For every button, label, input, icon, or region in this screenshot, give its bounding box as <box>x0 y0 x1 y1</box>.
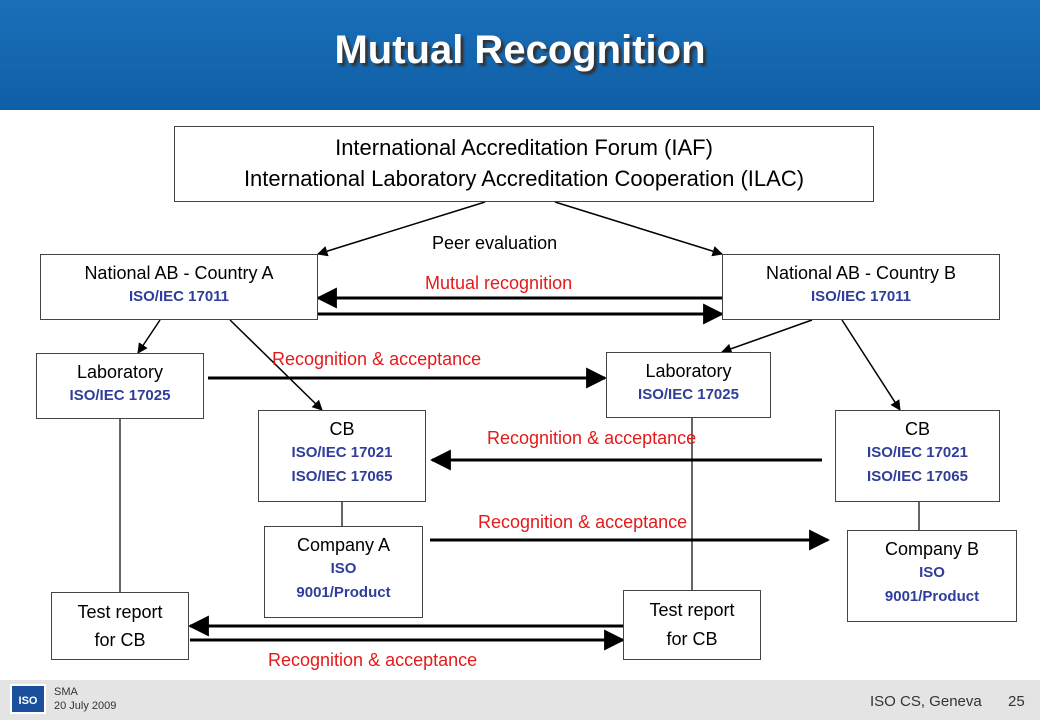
cb-a-standard-2: ISO/IEC 17065 <box>291 468 393 485</box>
ab-a-standard: ISO/IEC 17011 <box>128 288 230 305</box>
ab-b-box: National AB - Country B ISO/IEC 17011 <box>722 254 1000 320</box>
cb-a-box: CB ISO/IEC 17021 ISO/IEC 17065 <box>258 410 426 502</box>
company-a-title: Company A <box>296 535 391 555</box>
ab-a-box: National AB - Country A ISO/IEC 17011 <box>40 254 318 320</box>
cb-recognition-label: Recognition & acceptance <box>487 428 697 448</box>
forum-line-2: International Laboratory Accreditation C… <box>243 166 805 191</box>
forum-line-1: International Accreditation Forum (IAF) <box>335 135 713 160</box>
test-report-b-line-2: for CB <box>666 629 718 649</box>
ab-b-title: National AB - Country B <box>765 263 957 283</box>
lab-b-title: Laboratory <box>645 361 732 381</box>
lab-a-title: Laboratory <box>76 362 164 382</box>
page-number: 25 <box>1008 693 1025 710</box>
cb-a-standard-1: ISO/IEC 17021 <box>291 444 393 461</box>
company-b-box: Company B ISO 9001/Product <box>847 530 1017 622</box>
footer-date: 20 July 2009 <box>54 700 117 712</box>
footer-bar <box>0 680 1040 720</box>
lab-a-standard: ISO/IEC 17025 <box>69 387 171 404</box>
test-report-b-line-1: Test report <box>649 600 735 620</box>
cb-a-title: CB <box>329 419 355 439</box>
lab-a-box: Laboratory ISO/IEC 17025 <box>36 353 204 419</box>
company-recognition-label: Recognition & acceptance <box>478 512 688 532</box>
footer-org: ISO CS, Geneva <box>870 693 982 710</box>
test-report-a-box: Test report for CB <box>51 592 189 660</box>
footer-code: SMA <box>54 686 78 698</box>
ab-b-standard: ISO/IEC 17011 <box>810 288 912 305</box>
company-b-title: Company B <box>884 539 980 559</box>
forum-box: International Accreditation Forum (IAF) … <box>174 126 874 202</box>
lab-b-standard: ISO/IEC 17025 <box>638 386 739 403</box>
ab-a-to-lab-a-arrow <box>137 319 161 354</box>
test-report-a-line-1: Test report <box>77 602 163 622</box>
cb-b-title: CB <box>904 419 930 439</box>
title-bar <box>0 0 1040 110</box>
ab-a-title: National AB - Country A <box>84 263 274 283</box>
iso-logo: ISO <box>10 684 46 714</box>
company-a-standard-2: 9001/Product <box>296 584 391 601</box>
cb-b-standard-2: ISO/IEC 17065 <box>867 468 968 485</box>
mutual-recognition-label: Mutual recognition <box>425 273 573 293</box>
test-report-b-box: Test report for CB <box>623 590 761 660</box>
company-a-standard-1: ISO <box>330 560 357 577</box>
cb-b-box: CB ISO/IEC 17021 ISO/IEC 17065 <box>835 410 1000 502</box>
forum-to-ab-b-arrow <box>554 201 724 257</box>
company-a-box: Company A ISO 9001/Product <box>264 526 423 618</box>
peer-evaluation-label: Peer evaluation <box>430 233 560 254</box>
test-report-a-line-2: for CB <box>94 630 146 650</box>
company-b-standard-1: ISO <box>919 564 945 581</box>
forum-to-ab-a-arrow <box>316 201 486 257</box>
ab-a-to-cb-a-arrow <box>229 319 323 411</box>
ab-b-to-cb-b-arrow <box>841 319 901 411</box>
lab-b-box: Laboratory ISO/IEC 17025 <box>606 352 771 418</box>
company-b-standard-2: 9001/Product <box>884 588 980 605</box>
lab-recognition-label: Recognition & acceptance <box>272 349 482 369</box>
slide-title: Mutual Recognition <box>334 28 706 72</box>
ab-b-to-lab-b-arrow <box>721 319 813 354</box>
test-recognition-label: Recognition & acceptance <box>268 650 478 670</box>
cb-b-standard-1: ISO/IEC 17021 <box>867 444 968 461</box>
